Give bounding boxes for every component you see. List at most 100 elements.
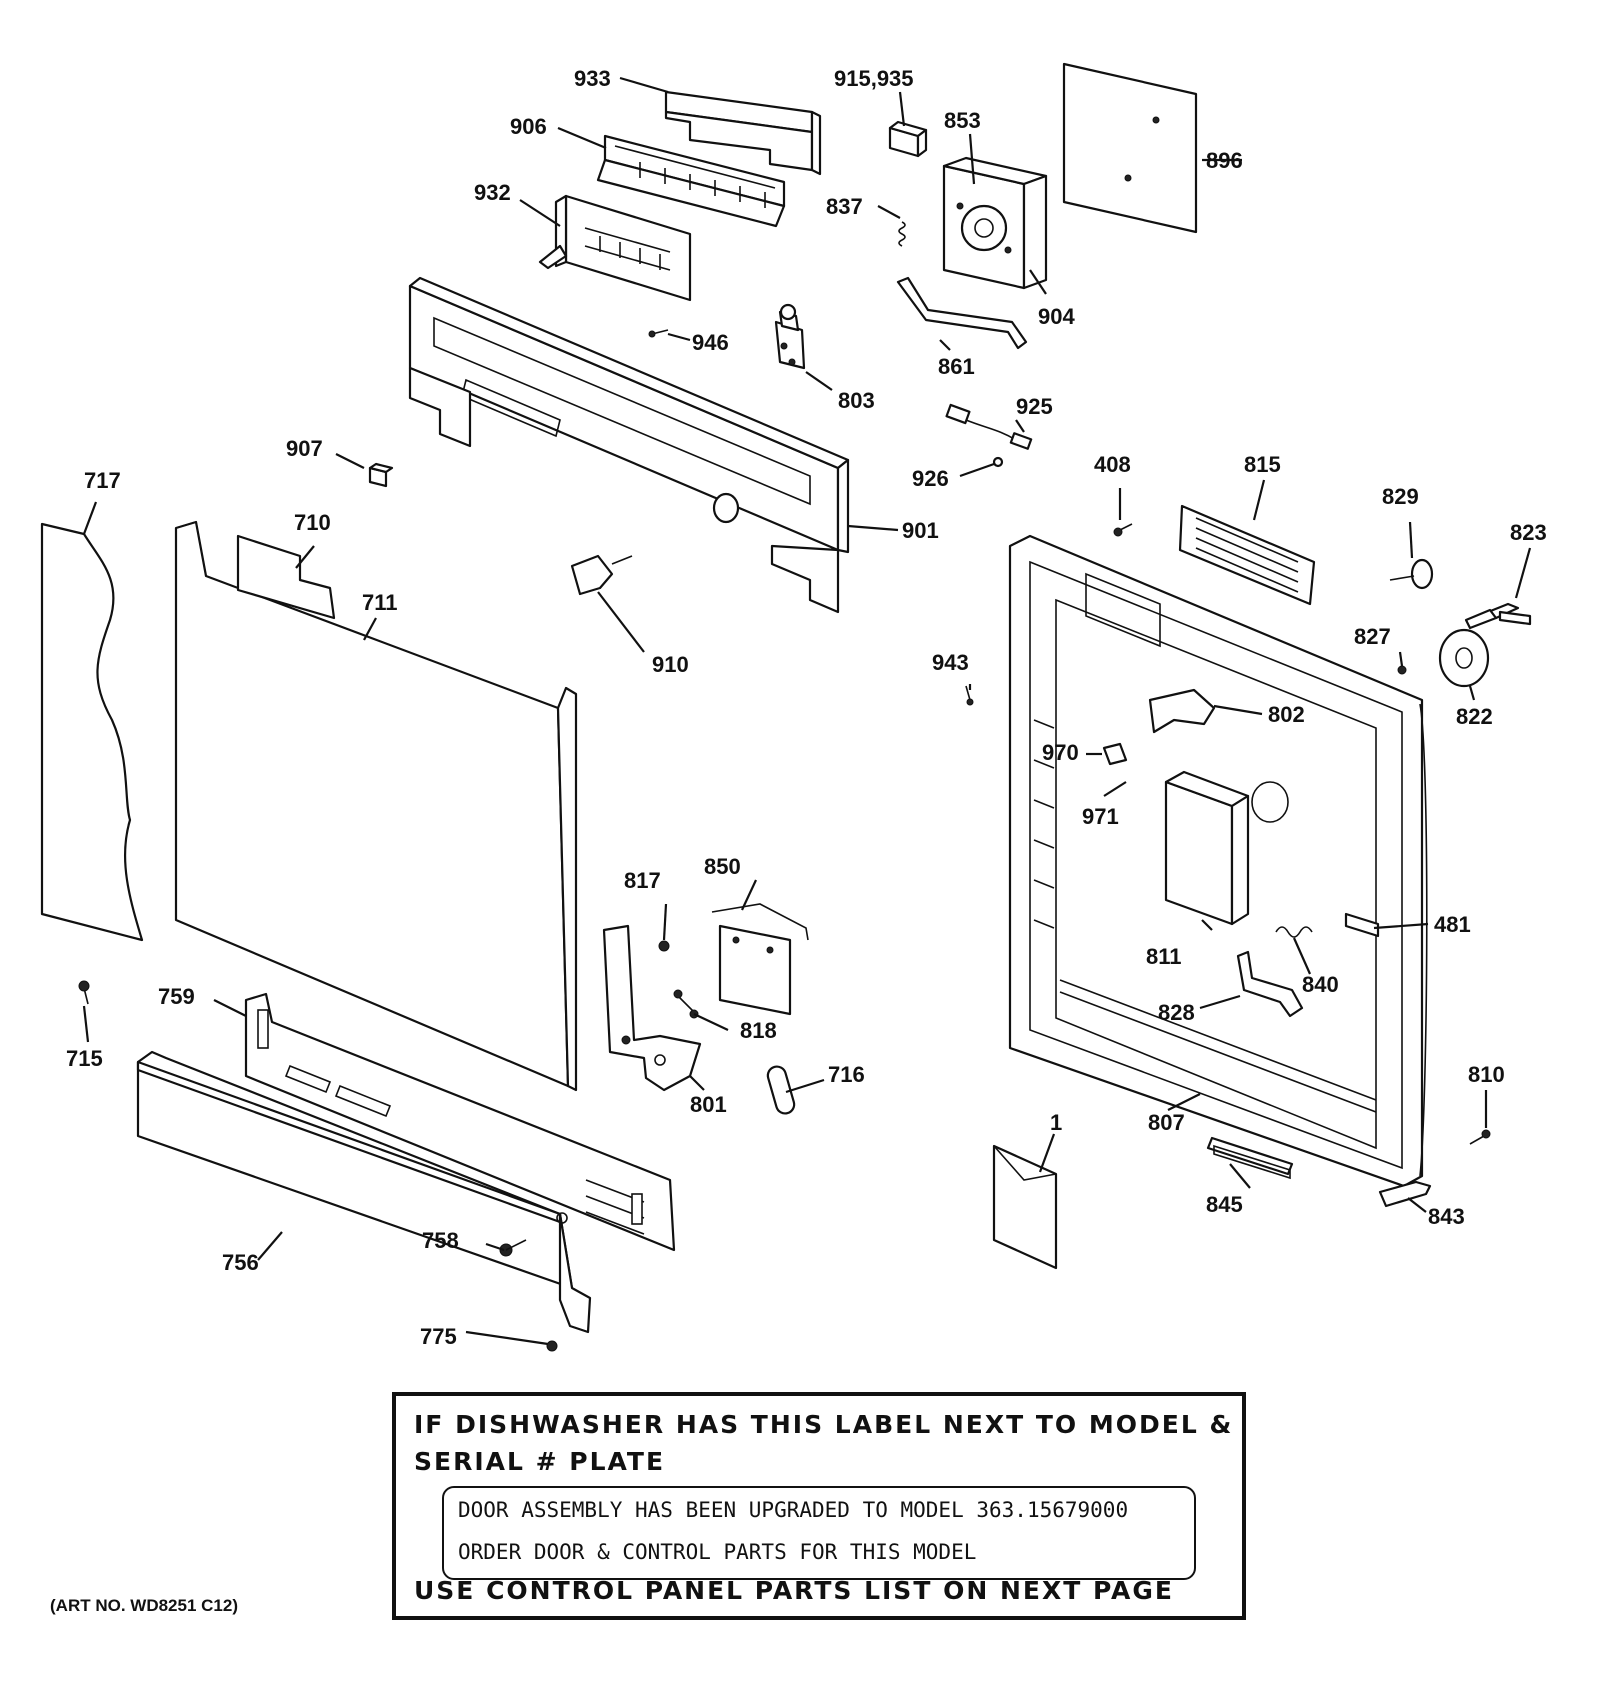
notice-label-sample: DOOR ASSEMBLY HAS BEEN UPGRADED TO MODEL… xyxy=(442,1486,1196,1580)
callout-970: 970 xyxy=(1042,740,1079,765)
part-925-wire-harness xyxy=(945,403,1033,450)
part-408-screw xyxy=(1113,523,1133,537)
callout-827: 827 xyxy=(1354,624,1391,649)
callout-840: 840 xyxy=(1302,972,1339,997)
callout-716: 716 xyxy=(828,1062,865,1087)
callout-845: 845 xyxy=(1206,1192,1243,1217)
callout-803: 803 xyxy=(838,388,875,413)
callout-717: 717 xyxy=(84,468,121,493)
part-715-screw xyxy=(78,980,90,1005)
part-callouts: 933 915,935 853 896 906 932 837 904 946 … xyxy=(66,66,1547,1349)
callout-1: 1 xyxy=(1050,1110,1062,1135)
part-840-spring xyxy=(1275,926,1313,938)
part-711-outer-door-panel xyxy=(174,520,578,1092)
part-850-plate xyxy=(711,903,809,1016)
part-756-toe-kick xyxy=(136,1050,592,1334)
part-926-clip xyxy=(992,456,1004,468)
part-837-spring xyxy=(898,221,906,247)
callout-926: 926 xyxy=(912,466,949,491)
part-843-hinge-arm xyxy=(1378,1180,1432,1208)
part-481-label xyxy=(1344,912,1380,938)
callout-822: 822 xyxy=(1456,704,1493,729)
callout-901: 901 xyxy=(902,518,939,543)
part-759-toe-plate xyxy=(244,992,676,1252)
callout-943: 943 xyxy=(932,650,969,675)
part-910-knob xyxy=(570,554,633,596)
notice-heading: IF DISHWASHER HAS THIS LABEL NEXT TO MOD… xyxy=(414,1410,1234,1476)
part-845-bracket xyxy=(1206,1136,1294,1180)
part-970-cap xyxy=(1102,742,1128,766)
part-896-shield-plate xyxy=(1062,62,1198,234)
part-822-disk xyxy=(1438,628,1490,688)
part-811-detergent-dispenser xyxy=(1164,770,1289,926)
callout-715: 715 xyxy=(66,1046,103,1071)
callout-481: 481 xyxy=(1434,912,1471,937)
callout-807: 807 xyxy=(1148,1110,1185,1135)
callout-801: 801 xyxy=(690,1092,727,1117)
part-1-literature-packet xyxy=(992,1144,1058,1270)
part-946-screw xyxy=(648,329,669,338)
part-815-vent xyxy=(1178,504,1316,606)
part-810-screw xyxy=(1469,1129,1491,1145)
callout-906: 906 xyxy=(510,114,547,139)
callout-811: 811 xyxy=(1146,944,1182,969)
part-827-screw xyxy=(1397,665,1407,675)
part-802-latch xyxy=(1148,688,1216,734)
part-775-screw xyxy=(546,1340,558,1352)
callout-933: 933 xyxy=(574,66,611,91)
callout-843: 843 xyxy=(1428,1204,1465,1229)
part-904-timer xyxy=(942,156,1048,290)
callout-853: 853 xyxy=(944,108,981,133)
callout-758: 758 xyxy=(422,1228,459,1253)
callout-823: 823 xyxy=(1510,520,1547,545)
callout-932: 932 xyxy=(474,180,511,205)
part-943-screw xyxy=(965,685,974,706)
callout-817: 817 xyxy=(624,868,661,893)
part-933-trim-cap xyxy=(664,90,822,176)
part-829-fill-knob xyxy=(1389,558,1434,590)
callout-861: 861 xyxy=(938,354,975,379)
notice-label-line-2: ORDER DOOR & CONTROL PARTS FOR THIS MODE… xyxy=(458,1540,977,1564)
callout-710: 710 xyxy=(294,510,331,535)
notice-footer: USE CONTROL PANEL PARTS LIST ON NEXT PAG… xyxy=(414,1576,1174,1605)
callout-711: 711 xyxy=(362,590,398,615)
callout-756: 756 xyxy=(222,1250,259,1275)
callout-829: 829 xyxy=(1382,484,1419,509)
callout-925: 925 xyxy=(1016,394,1053,419)
callout-850: 850 xyxy=(704,854,741,879)
leader-lines xyxy=(82,76,1532,1346)
part-817-screw xyxy=(658,940,670,952)
callout-828: 828 xyxy=(1158,1000,1195,1025)
callout-775: 775 xyxy=(420,1324,457,1349)
callout-910: 910 xyxy=(652,652,689,677)
part-932-switch-bracket xyxy=(538,194,692,302)
callout-408: 408 xyxy=(1094,452,1131,477)
part-915-935-connector xyxy=(888,120,928,158)
notice-label-line-1: DOOR ASSEMBLY HAS BEEN UPGRADED TO MODEL… xyxy=(458,1498,1129,1522)
callout-971: 971 xyxy=(1082,804,1119,829)
callout-915-935: 915,935 xyxy=(834,66,914,91)
callout-759: 759 xyxy=(158,984,195,1009)
part-716-bumper xyxy=(766,1065,796,1115)
callout-896: 896 xyxy=(1206,148,1243,173)
callout-904: 904 xyxy=(1038,304,1075,329)
part-907-button xyxy=(368,462,394,488)
upgrade-notice-box: IF DISHWASHER HAS THIS LABEL NEXT TO MOD… xyxy=(392,1392,1246,1620)
part-803-switch xyxy=(774,303,806,370)
callout-907: 907 xyxy=(286,436,323,461)
part-717-insulation xyxy=(40,522,144,942)
callout-946: 946 xyxy=(692,330,729,355)
part-861-latch-link xyxy=(896,276,1028,350)
art-number: (ART NO. WD8251 C12) xyxy=(50,1596,238,1615)
part-906-button-strip xyxy=(596,134,786,228)
callout-810: 810 xyxy=(1468,1062,1505,1087)
callout-837: 837 xyxy=(826,194,863,219)
callout-815: 815 xyxy=(1244,452,1281,477)
part-828-actuator xyxy=(1236,950,1304,1018)
part-758-screw xyxy=(499,1239,527,1257)
part-901-control-panel xyxy=(408,276,850,614)
part-801-hinge-arm xyxy=(602,924,702,1092)
callout-802: 802 xyxy=(1268,702,1305,727)
part-823-lever xyxy=(1464,602,1532,630)
